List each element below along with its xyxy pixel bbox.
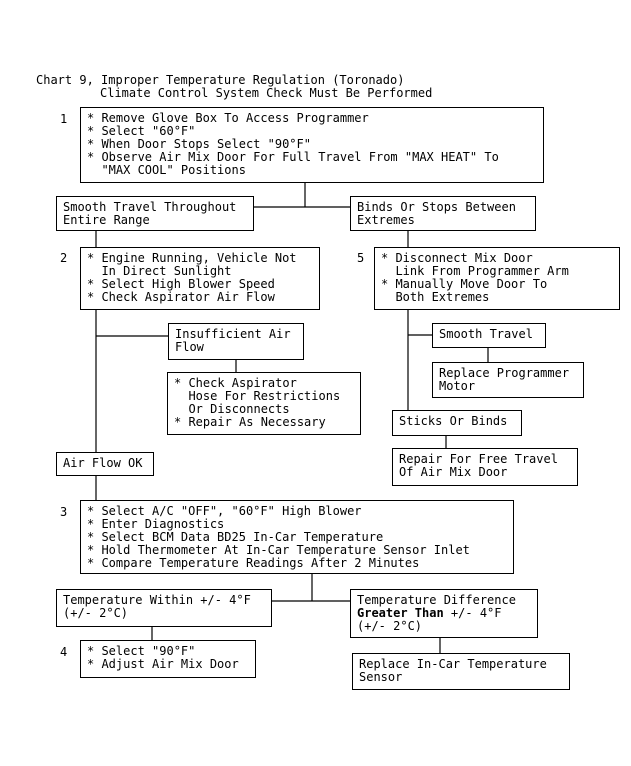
step-1-item: * Select "60°F" bbox=[87, 124, 196, 138]
step-5-item: * Manually Move Door To bbox=[381, 277, 548, 291]
smooth-travel-range-box: Smooth Travel Throughout Entire Range bbox=[56, 196, 254, 231]
sticks-binds-text: Sticks Or Binds bbox=[399, 414, 508, 428]
temp-difference-text: Temperature Difference Greater Than +/- … bbox=[357, 594, 516, 633]
step-1-item: "MAX COOL" Positions bbox=[87, 163, 246, 177]
step-1-item: * When Door Stops Select "90°F" bbox=[87, 137, 311, 151]
smooth-travel-text: Smooth Travel bbox=[439, 327, 533, 341]
step-3-item: * Hold Thermometer At In-Car Temperature… bbox=[87, 543, 470, 557]
step-2-item: * Engine Running, Vehicle Not bbox=[87, 251, 297, 265]
step-4-item: * Adjust Air Mix Door bbox=[87, 657, 239, 671]
temp-difference-box: Temperature Difference Greater Than +/- … bbox=[350, 589, 538, 638]
step-1-box: * Remove Glove Box To Access Programmer … bbox=[80, 107, 544, 183]
aspirator-item: Or Disconnects bbox=[174, 402, 290, 416]
insufficient-airflow-box: Insufficient Air Flow bbox=[168, 323, 304, 360]
replace-programmer-box: Replace Programmer Motor bbox=[432, 362, 584, 398]
chart-title: Chart 9, Improper Temperature Regulation… bbox=[36, 73, 405, 87]
temp-difference-line2: +/- 4°F bbox=[443, 606, 502, 620]
temp-difference-line3: (+/- 2°C) bbox=[357, 619, 423, 633]
airflow-ok-text: Air Flow OK bbox=[63, 456, 143, 470]
step-number-2: 2 bbox=[60, 251, 68, 265]
repair-free-travel-box: Repair For Free Travel Of Air Mix Door bbox=[392, 448, 578, 486]
temp-difference-line1: Temperature Difference bbox=[357, 593, 516, 607]
replace-programmer-text: Replace Programmer Motor bbox=[439, 366, 570, 393]
step-3-item: * Enter Diagnostics bbox=[87, 517, 225, 531]
binds-stops-box: Binds Or Stops Between Extremes bbox=[350, 196, 536, 231]
step-1-item: * Observe Air Mix Door For Full Travel F… bbox=[87, 150, 499, 164]
step-number-5: 5 bbox=[357, 251, 365, 265]
airflow-ok-box: Air Flow OK bbox=[56, 452, 154, 476]
aspirator-item: * Repair As Necessary bbox=[174, 415, 326, 429]
step-5-box: * Disconnect Mix Door Link From Programm… bbox=[374, 247, 620, 310]
step-2-box: * Engine Running, Vehicle Not In Direct … bbox=[80, 247, 320, 310]
replace-sensor-text: Replace In-Car Temperature Sensor bbox=[359, 657, 547, 684]
step-3-box: * Select A/C "OFF", "60°F" High Blower *… bbox=[80, 500, 514, 574]
sticks-binds-box: Sticks Or Binds bbox=[392, 410, 522, 436]
greater-than-label: Greater Than bbox=[357, 606, 444, 620]
replace-sensor-box: Replace In-Car Temperature Sensor bbox=[352, 653, 570, 690]
step-2-item: * Check Aspirator Air Flow bbox=[87, 290, 275, 304]
aspirator-item: * Check Aspirator bbox=[174, 376, 297, 390]
step-3-item: * Compare Temperature Readings After 2 M… bbox=[87, 556, 420, 570]
step-4-item: * Select "90°F" bbox=[87, 644, 196, 658]
step-5-item: Both Extremes bbox=[381, 290, 490, 304]
binds-stops-text: Binds Or Stops Between Extremes bbox=[357, 200, 516, 227]
step-number-3: 3 bbox=[60, 505, 68, 519]
step-number-1: 1 bbox=[60, 112, 68, 126]
temp-within-text: Temperature Within +/- 4°F (+/- 2°C) bbox=[63, 593, 251, 620]
chart-subtitle: Climate Control System Check Must Be Per… bbox=[100, 86, 433, 100]
step-2-item: In Direct Sunlight bbox=[87, 264, 232, 278]
step-5-item: Link From Programmer Arm bbox=[381, 264, 569, 278]
step-2-item: * Select High Blower Speed bbox=[87, 277, 275, 291]
step-1-item: * Remove Glove Box To Access Programmer bbox=[87, 111, 369, 125]
smooth-travel-range-text: Smooth Travel Throughout Entire Range bbox=[63, 200, 237, 227]
step-4-box: * Select "90°F" * Adjust Air Mix Door bbox=[80, 640, 256, 678]
check-aspirator-box: * Check Aspirator Hose For Restrictions … bbox=[167, 372, 361, 435]
step-3-item: * Select A/C "OFF", "60°F" High Blower bbox=[87, 504, 362, 518]
temp-within-box: Temperature Within +/- 4°F (+/- 2°C) bbox=[56, 589, 272, 627]
insufficient-airflow-text: Insufficient Air Flow bbox=[175, 327, 291, 354]
step-5-item: * Disconnect Mix Door bbox=[381, 251, 533, 265]
step-3-item: * Select BCM Data BD25 In-Car Temperatur… bbox=[87, 530, 384, 544]
step-number-4: 4 bbox=[60, 645, 68, 659]
repair-free-travel-text: Repair For Free Travel Of Air Mix Door bbox=[399, 452, 558, 479]
smooth-travel-box: Smooth Travel bbox=[432, 323, 546, 348]
aspirator-item: Hose For Restrictions bbox=[174, 389, 341, 403]
